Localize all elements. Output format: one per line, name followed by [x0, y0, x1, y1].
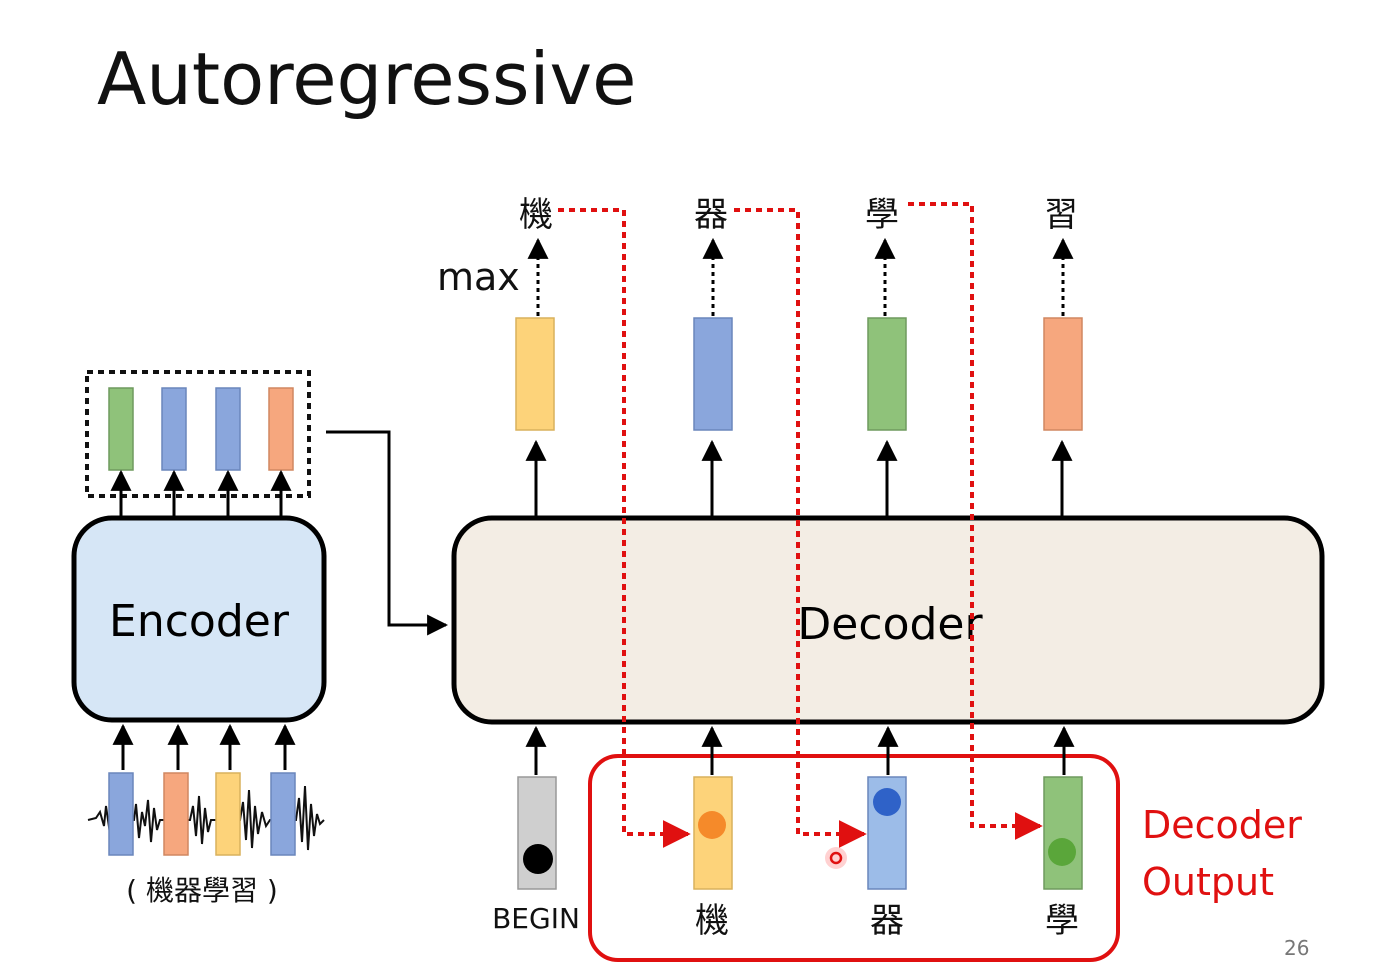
begin-label: BEGIN	[492, 902, 580, 935]
output-distribution-1	[515, 317, 555, 431]
audio-vector-orange	[163, 772, 189, 856]
audio-up-arrows	[112, 723, 296, 770]
encoder-vector-orange	[268, 387, 294, 471]
input-char-3: 學	[1045, 901, 1079, 941]
feedback-path-2	[734, 208, 867, 848]
encoder-up-arrows	[110, 469, 292, 516]
audio-vector-blue-1	[108, 772, 134, 856]
decoder-input-arrows	[525, 725, 1075, 775]
encoder-label: Encoder	[109, 596, 290, 647]
max-label: max	[437, 255, 520, 299]
input-char-2: 器	[870, 901, 904, 941]
input-token-1-dot	[698, 811, 726, 839]
feedback-path-1	[558, 208, 691, 848]
output-distribution-2	[693, 317, 733, 431]
audio-caption: ( 機器學習 )	[126, 874, 278, 907]
feedback-paths	[558, 202, 1043, 848]
encoder-box	[71, 515, 327, 723]
laser-pointer-dot	[829, 851, 843, 865]
encoder-output-box	[85, 370, 311, 498]
output-distribution-3	[867, 317, 907, 431]
input-token-2-dot	[873, 788, 901, 816]
input-token-3	[1043, 776, 1083, 890]
decoder-output-label-line2: Output	[1142, 860, 1274, 904]
output-char-2: 器	[694, 195, 728, 235]
slide-title: Autoregressive	[97, 37, 636, 121]
feedback-path-3	[908, 202, 1043, 840]
output-distribution-4	[1043, 317, 1083, 431]
output-char-3: 學	[865, 195, 899, 235]
encoder-vector-blue-1	[161, 387, 187, 471]
decoder-up-arrows	[525, 439, 1073, 516]
input-char-1: 機	[695, 901, 729, 941]
audio-vector-blue-2	[270, 772, 296, 856]
page-number: 26	[1284, 936, 1309, 960]
output-char-1: 機	[519, 195, 553, 235]
encoder-vector-green	[108, 387, 134, 471]
encoder-to-decoder-arrow	[326, 430, 449, 636]
decoder-box	[451, 515, 1325, 725]
output-char-4: 習	[1044, 195, 1078, 235]
decoder-output-frame	[588, 754, 1120, 962]
begin-dot	[523, 844, 553, 874]
max-dotted-arrows	[527, 237, 1074, 316]
decoder-output-label-line1: Decoder	[1142, 803, 1302, 847]
decoder-label: Decoder	[797, 599, 983, 650]
audio-vector-yellow	[215, 772, 241, 856]
encoder-vector-blue-2	[215, 387, 241, 471]
laser-pointer-glow	[825, 847, 847, 869]
input-token-3-dot	[1048, 838, 1076, 866]
